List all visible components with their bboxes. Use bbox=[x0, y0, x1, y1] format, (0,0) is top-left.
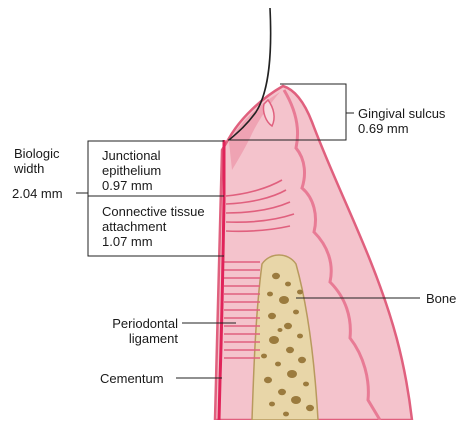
bone-pore bbox=[287, 370, 297, 378]
bone-pore bbox=[269, 402, 275, 407]
bone-pore bbox=[286, 347, 294, 353]
bone-pore bbox=[303, 382, 309, 387]
bone-pore bbox=[297, 290, 303, 295]
cementum-label: Cementum bbox=[100, 371, 164, 386]
periodontal-ligament-line2: ligament bbox=[86, 331, 178, 346]
bone-pore bbox=[275, 362, 281, 367]
connective-tissue-line2: attachment bbox=[102, 219, 205, 234]
biologic-width-line2: width bbox=[14, 161, 60, 176]
periodontal-ligament-line1: Periodontal bbox=[86, 316, 178, 331]
junctional-epithelium-line1: Junctional bbox=[102, 148, 161, 163]
biologic-width-line1: Biologic bbox=[14, 146, 60, 161]
bone-pore bbox=[268, 313, 276, 319]
bone-pore bbox=[261, 354, 267, 359]
bone-pore bbox=[298, 357, 306, 363]
bone-pore bbox=[278, 328, 283, 332]
biologic-width-label: Biologic width bbox=[14, 146, 60, 176]
connective-tissue-line1: Connective tissue bbox=[102, 204, 205, 219]
junctional-epithelium-label: Junctional epithelium 0.97 mm bbox=[102, 148, 161, 193]
junctional-epithelium-line2: epithelium bbox=[102, 163, 161, 178]
bone-pore bbox=[269, 336, 279, 344]
gingival-sulcus-name: Gingival sulcus bbox=[358, 106, 445, 121]
bone-pore bbox=[283, 412, 289, 417]
connective-tissue-value: 1.07 mm bbox=[102, 234, 205, 249]
bone-pore bbox=[291, 396, 301, 404]
bone-pore bbox=[272, 273, 280, 279]
periodontal-ligament-label: Periodontal ligament bbox=[86, 316, 178, 346]
bone-pore bbox=[297, 334, 303, 339]
bone-pore bbox=[267, 292, 273, 297]
junctional-epithelium-value: 0.97 mm bbox=[102, 178, 161, 193]
bone-pore bbox=[306, 405, 314, 411]
connective-tissue-label: Connective tissue attachment 1.07 mm bbox=[102, 204, 205, 249]
bone-pore bbox=[279, 296, 289, 304]
biologic-width-value: 2.04 mm bbox=[12, 186, 63, 201]
bone-pore bbox=[293, 310, 299, 315]
gingival-sulcus-label: Gingival sulcus 0.69 mm bbox=[358, 106, 445, 136]
bone-pore bbox=[285, 282, 291, 287]
bone-pore bbox=[278, 389, 286, 395]
bone-pore bbox=[284, 323, 292, 329]
bone-pore bbox=[264, 377, 272, 383]
gingival-sulcus-value: 0.69 mm bbox=[358, 121, 445, 136]
bone-label: Bone bbox=[426, 291, 456, 306]
